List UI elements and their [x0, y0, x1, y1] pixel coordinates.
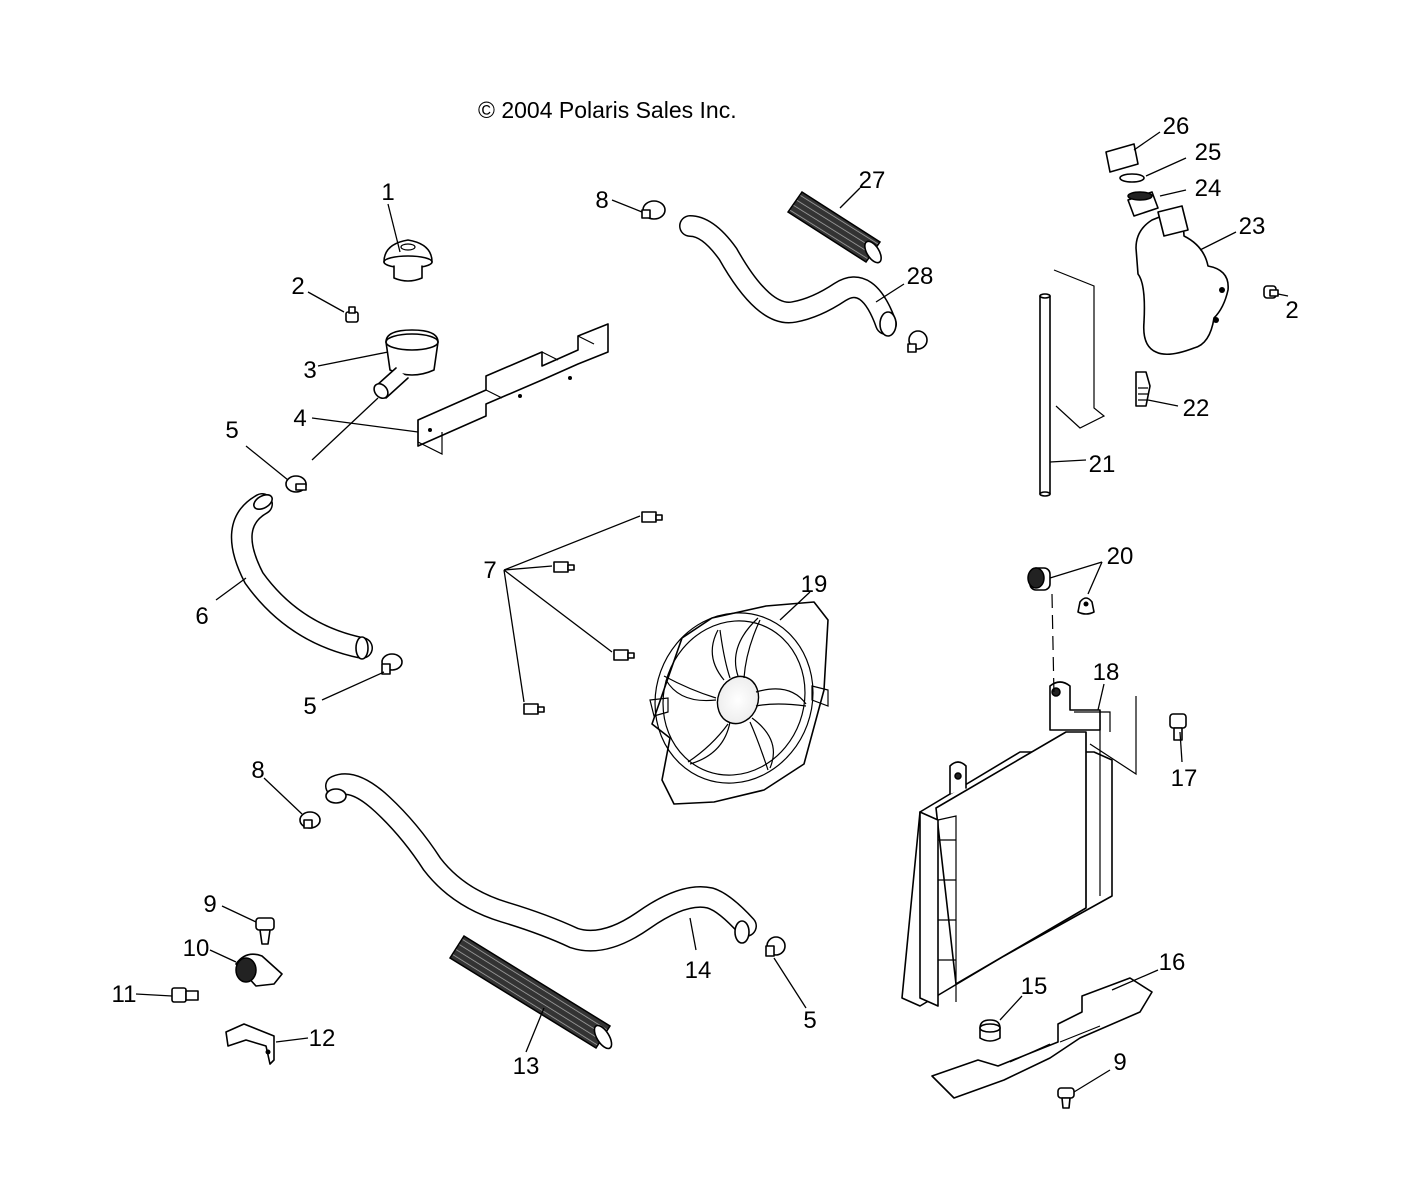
- callout-15: 15: [1021, 973, 1048, 1000]
- callout-12: 12: [309, 1025, 336, 1052]
- callout-10: 10: [183, 935, 210, 962]
- callout-6: 6: [195, 603, 208, 630]
- part-fastener-15: [979, 1019, 1001, 1042]
- part-fitting-22: [1135, 371, 1151, 407]
- part-push-rivet-9-right: [1057, 1087, 1075, 1109]
- callout-5: 5: [225, 417, 238, 444]
- callout-20: 20: [1107, 543, 1134, 570]
- part-bolt-2-right: [1263, 285, 1279, 299]
- part-hose-clamp-5-top: [285, 475, 307, 493]
- callout-17: 17: [1171, 765, 1198, 792]
- callout-1: 1: [381, 179, 394, 206]
- part-ribbed-sleeve-13: [448, 934, 613, 1050]
- callout-2: 2: [291, 273, 304, 300]
- part-bolt-11: [171, 987, 199, 1003]
- part-collar-24: [1127, 191, 1159, 217]
- callout-11: 11: [112, 981, 137, 1008]
- callout-13: 13: [513, 1053, 540, 1080]
- part-seal-25: [1119, 173, 1145, 183]
- callout-16: 16: [1159, 949, 1186, 976]
- callout-2: 2: [1285, 297, 1298, 324]
- callout-8: 8: [251, 757, 264, 784]
- part-reservoir-cap-26: [1105, 143, 1139, 173]
- part-radiator-18: [901, 681, 1113, 1007]
- copyright-text: © 2004 Polaris Sales Inc.: [478, 97, 737, 123]
- part-hose-28: [679, 215, 897, 337]
- callout-19: 19: [801, 571, 828, 598]
- callout-5: 5: [803, 1007, 816, 1034]
- callout-8: 8: [595, 187, 608, 214]
- callout-26: 26: [1163, 113, 1190, 140]
- part-grommet-10: [235, 953, 283, 987]
- part-shroud-16: [931, 977, 1153, 1099]
- callout-4: 4: [293, 405, 306, 432]
- part-overflow-tube-21: [1039, 293, 1051, 497]
- callout-24: 24: [1195, 175, 1222, 202]
- callout-21: 21: [1089, 451, 1116, 478]
- part-cooling-fan: [649, 601, 829, 805]
- callout-5: 5: [303, 693, 316, 720]
- part-bolt-2-left: [345, 306, 359, 323]
- callout-7: 7: [483, 557, 496, 584]
- part-clip-12: [225, 1023, 275, 1065]
- callout-18: 18: [1093, 659, 1120, 686]
- callout-27: 27: [859, 167, 886, 194]
- part-push-rivet-9-left: [255, 917, 275, 945]
- part-bolts-7: [523, 511, 663, 715]
- part-radiator-cap: [383, 239, 433, 282]
- part-grommet-20: [1027, 567, 1095, 615]
- part-hose-clamp-5-mid: [381, 653, 403, 675]
- part-hose-clamp-8-top: [641, 200, 666, 220]
- callout-25: 25: [1195, 139, 1222, 166]
- callout-14: 14: [685, 957, 712, 984]
- part-ribbed-sleeve-27: [786, 190, 882, 264]
- part-bracket: [417, 323, 609, 455]
- callout-9: 9: [203, 891, 216, 918]
- callout-22: 22: [1183, 395, 1210, 422]
- part-coolant-reservoir-23: [1135, 205, 1229, 356]
- part-hose-clamp-8-low: [299, 811, 321, 829]
- callout-9: 9: [1113, 1049, 1126, 1076]
- part-hose-14: [325, 773, 757, 952]
- part-bolt-17: [1169, 713, 1187, 741]
- callout-3: 3: [303, 357, 316, 384]
- callout-28: 28: [907, 263, 934, 290]
- part-filler-neck: [373, 329, 439, 400]
- part-hose-clamp-5-low: [765, 936, 786, 957]
- callout-23: 23: [1239, 213, 1266, 240]
- part-hose-clamp-28: [907, 330, 928, 353]
- part-hose-6: [230, 493, 373, 660]
